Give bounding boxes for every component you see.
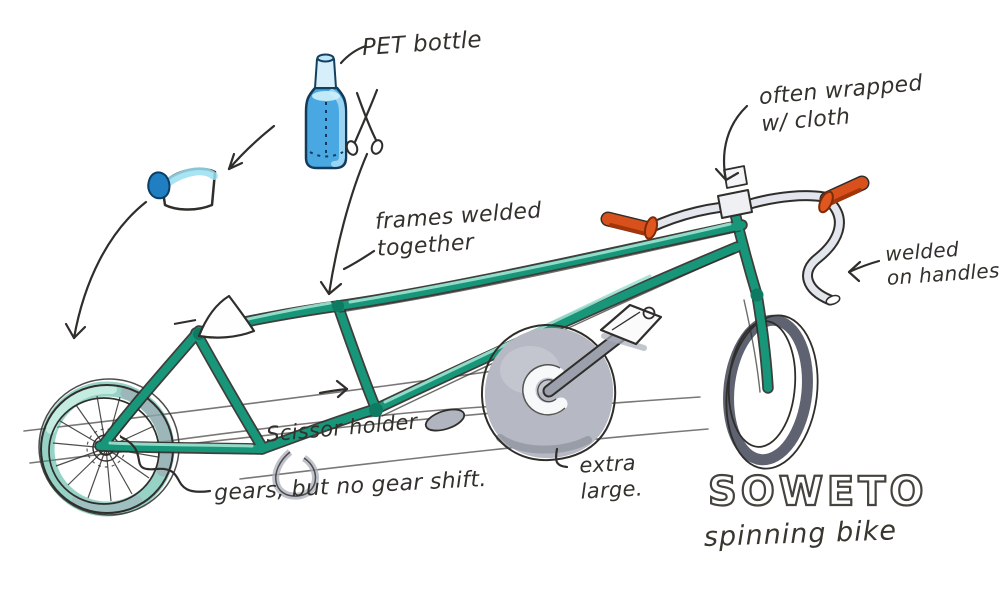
label-welded-handles: welded on handles bbox=[884, 234, 1000, 291]
chain-loop-drawing bbox=[272, 408, 466, 500]
scissors-icon bbox=[345, 88, 384, 156]
annotation-arrows bbox=[64, 44, 881, 493]
arrow-to-stem bbox=[714, 104, 749, 182]
crank-pedal-drawing bbox=[542, 303, 663, 398]
title-soweto: SOWETO bbox=[708, 469, 928, 515]
pet-bottle-drawing bbox=[304, 53, 348, 170]
leader-gears bbox=[119, 435, 212, 493]
leader-frames-welded bbox=[342, 249, 376, 271]
title-subtitle: spinning bike bbox=[703, 515, 897, 553]
arrow-to-rear-wheel bbox=[64, 200, 148, 340]
label-extra-large: extra large. bbox=[579, 450, 644, 504]
right-grip-drawing bbox=[818, 175, 870, 214]
label-extra-large-line2: large. bbox=[580, 475, 644, 504]
leader-extra-large bbox=[554, 447, 569, 469]
left-grip-drawing bbox=[600, 211, 659, 240]
bottle-cut-piece-drawing bbox=[147, 167, 218, 211]
arrow-to-welded-handle bbox=[847, 259, 881, 283]
arrow-to-cut-piece bbox=[227, 124, 276, 171]
arrow-to-scissor-holder bbox=[318, 379, 349, 399]
welded-handle-drawing bbox=[802, 196, 845, 306]
handlebars-drawing bbox=[600, 165, 870, 306]
leader-pet-bottle bbox=[339, 44, 368, 65]
saddle-drawing bbox=[173, 294, 256, 339]
label-extra-large-line1: extra bbox=[578, 450, 637, 478]
arrow-to-frame-weld bbox=[319, 152, 369, 296]
